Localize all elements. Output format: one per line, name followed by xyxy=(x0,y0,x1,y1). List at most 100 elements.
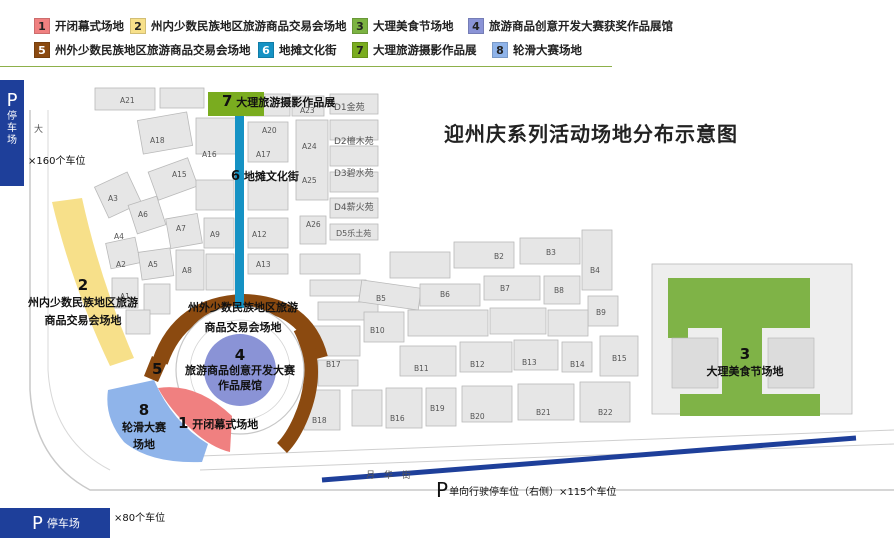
block-label: B18 xyxy=(312,416,327,425)
road-outline xyxy=(29,110,894,491)
venue-8-label: 8 轮滑大赛 场地 xyxy=(112,402,176,453)
venue-5-line1: 州外少数民族地区旅游 xyxy=(188,301,298,314)
venue-5-line2: 商品交易会场地 xyxy=(204,321,282,334)
block-label: D1金苑 xyxy=(334,103,365,113)
legend-swatch-6: 6 xyxy=(258,42,274,58)
area-6-stall-street xyxy=(235,116,244,308)
street-parking-text: 单向行驶停车位（右侧）×115个车位 xyxy=(449,487,617,498)
parking-lot-bottom-count: ×80个车位 xyxy=(114,513,166,524)
venue-4-number: 4 xyxy=(234,346,246,364)
legend-swatch-8: 8 xyxy=(492,42,508,58)
legend-swatch-5: 5 xyxy=(34,42,50,58)
block-label: A6 xyxy=(138,210,148,219)
venue-4-label: 4 旅游商品创意开发大赛 作品展馆 xyxy=(176,348,304,393)
block-label: B10 xyxy=(370,326,385,335)
venue-3-label: 3 大理美食节场地 xyxy=(700,346,790,380)
block-label: D2檀木苑 xyxy=(334,137,374,147)
legend-swatch-2: 2 xyxy=(130,18,146,34)
area-7-photo-exhibit xyxy=(208,92,264,116)
venue-8-line2: 场地 xyxy=(133,438,155,451)
venue-8-number: 8 xyxy=(138,401,150,419)
parking-icon: P xyxy=(436,478,449,502)
street-line-bottom xyxy=(199,443,894,471)
venue-1-number: 1 xyxy=(178,414,189,432)
block-label: D3碧水苑 xyxy=(334,169,374,179)
parking-icon: P xyxy=(6,90,18,111)
area-8-skating xyxy=(107,380,208,463)
block-label: A13 xyxy=(256,260,271,269)
block-label: A8 xyxy=(182,266,192,275)
venue-6-number: 6 xyxy=(231,169,241,184)
legend-swatch-1: 1 xyxy=(34,18,50,34)
venue-4-line2: 作品展馆 xyxy=(218,379,262,392)
parking-lot-bottom-label: 停车场 xyxy=(46,517,80,530)
block-label: A20 xyxy=(262,126,277,135)
block-label: A12 xyxy=(252,230,267,239)
legend-label-1: 开闭幕式场地 xyxy=(55,19,124,33)
block-label: B11 xyxy=(414,364,429,373)
legend-label-8: 轮滑大赛场地 xyxy=(513,43,582,57)
venue-7-text: 大理旅游摄影作品展 xyxy=(236,96,336,109)
venue-8-line1: 轮滑大赛 xyxy=(122,421,166,434)
area-1-ceremony xyxy=(158,387,232,452)
map-drawing xyxy=(0,70,894,538)
legend-item-7: 7 大理旅游摄影作品展 xyxy=(352,42,477,58)
block-label: B21 xyxy=(536,408,551,417)
venue-map: A21 A18 A16 A17 A20 A15 A23 A24 A25 A3 A… xyxy=(0,70,894,538)
legend-swatch-4: 4 xyxy=(468,18,484,34)
venue-1-label: 1 开闭幕式场地 xyxy=(178,414,258,432)
legend-swatch-7: 7 xyxy=(352,42,368,58)
street-name-yuehua: 月 华 街 xyxy=(366,471,414,481)
parking-lot-bottom: P 停车场 xyxy=(0,508,110,538)
venue-3-number: 3 xyxy=(739,345,751,363)
legend-item-2: 2 州内少数民族地区旅游商品交易会场地 xyxy=(130,18,347,34)
venue-7-number: 7 xyxy=(222,92,233,110)
venue-7-label: 7 大理旅游摄影作品展 xyxy=(222,92,335,110)
block-label: A16 xyxy=(202,150,217,159)
venue-2-line1: 州内少数民族地区旅游 xyxy=(28,296,138,309)
legend-item-6: 6 地摊文化街 xyxy=(258,42,337,58)
legend: 1 开闭幕式场地 2 州内少数民族地区旅游商品交易会场地 3 大理美食节场地 4… xyxy=(0,0,894,68)
legend-item-5: 5 州外少数民族地区旅游商品交易会场地 xyxy=(34,42,251,58)
legend-label-5: 州外少数民族地区旅游商品交易会场地 xyxy=(55,43,251,57)
venue-2-label: 2 州内少数民族地区旅游 商品交易会场地 xyxy=(18,276,148,330)
block-label: D4薪火苑 xyxy=(334,203,374,213)
block-label: B4 xyxy=(590,266,600,275)
venue-2-number: 2 xyxy=(77,276,89,294)
block-label: A24 xyxy=(302,142,317,151)
venue-6-text: 地摊文化街 xyxy=(243,170,299,183)
area-3-food-festival xyxy=(668,278,820,416)
block-label: A18 xyxy=(150,136,165,145)
venue-4-line1: 旅游商品创意开发大赛 xyxy=(185,364,295,377)
block-label: B6 xyxy=(440,290,450,299)
parking-icon: P xyxy=(32,512,43,534)
block-label: A15 xyxy=(172,170,187,179)
block-label: B22 xyxy=(598,408,613,417)
legend-divider xyxy=(0,66,612,67)
block-label: A1 xyxy=(120,292,130,301)
parking-lot-left-count: ×160个车位 xyxy=(28,156,86,167)
street-char: 大 xyxy=(34,125,44,135)
venue-1-text: 开闭幕式场地 xyxy=(192,418,259,431)
block-label: B7 xyxy=(500,284,510,293)
block-label: A3 xyxy=(108,194,118,203)
block-label: B12 xyxy=(470,360,485,369)
block-label: A5 xyxy=(148,260,158,269)
block-label: A17 xyxy=(256,150,271,159)
block-label: A26 xyxy=(306,220,321,229)
legend-label-3: 大理美食节场地 xyxy=(373,19,454,33)
legend-label-2: 州内少数民族地区旅游商品交易会场地 xyxy=(151,19,347,33)
block-label: D5乐土苑 xyxy=(336,229,372,238)
block-label: B3 xyxy=(546,248,556,257)
map-title: 迎州庆系列活动场地分布示意图 xyxy=(444,122,738,146)
block-label: B17 xyxy=(326,360,341,369)
legend-label-4: 旅游商品创意开发大赛获奖作品展馆 xyxy=(489,19,673,33)
block-label: B5 xyxy=(376,294,386,303)
block-label: B2 xyxy=(494,252,504,261)
street-parking-label: P 单向行驶停车位（右侧）×115个车位 xyxy=(436,480,617,500)
legend-item-8: 8 轮滑大赛场地 xyxy=(492,42,582,58)
venue-6-label: 6 地摊文化街 xyxy=(231,168,299,184)
block-label: A9 xyxy=(210,230,220,239)
area-5-ring-right xyxy=(276,324,318,453)
block-label: A2 xyxy=(116,260,126,269)
